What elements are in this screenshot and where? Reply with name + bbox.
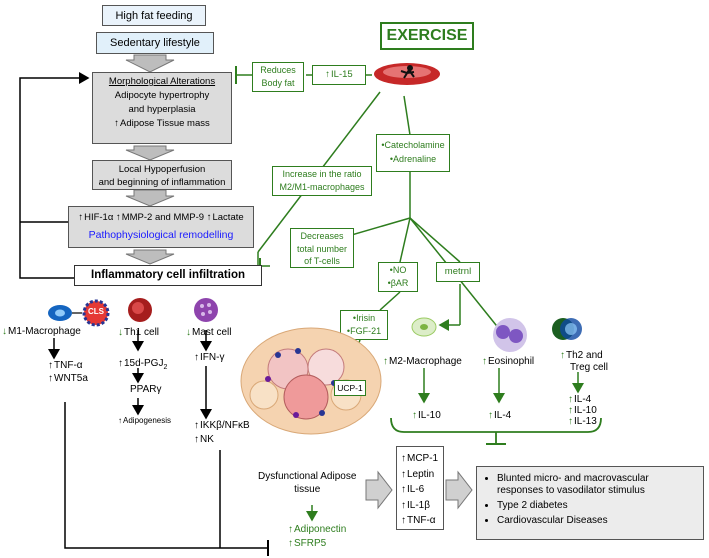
hypo-line2: and beginning of inflammation [98, 177, 226, 188]
ucp1-box: UCP-1 [334, 380, 366, 396]
cytokine-3: IL-1β [401, 498, 443, 514]
cytokine-4: TNF-α [401, 513, 443, 529]
wnt-label: WNT5a [48, 373, 88, 384]
th2-line2: Treg cell [570, 362, 608, 373]
dysfunctional-label: Dysfunctional Adipose tissue [258, 470, 356, 496]
hypo-line1: Local Hypoperfusion [118, 164, 206, 175]
m1-macrophage-icon [44, 299, 134, 329]
ifn-label: IFN-γ [194, 352, 224, 363]
catechol-line2: •Adrenaline [389, 154, 437, 164]
morphological-box: Morphological Alterations Adipocyte hype… [92, 72, 232, 144]
cytokine-box: MCP-1 Leptin IL-6 IL-1β TNF-α [396, 446, 444, 530]
morph-line1: Adipocyte hypertrophy [114, 90, 210, 101]
reduces-line1: Reduces [260, 65, 296, 75]
fgf-label: •FGF-21 [346, 326, 382, 336]
patho-label: Pathophysiological remodelling [88, 229, 234, 241]
sedentary-box: Sedentary lifestyle [96, 32, 214, 54]
cytokine-0: MCP-1 [401, 451, 443, 467]
pgj-label: 15d-PGJ2 [118, 358, 167, 371]
il15-box: IL-15 [312, 65, 366, 85]
high-fat-box: High fat feeding [102, 5, 206, 26]
morph-title: Morphological Alterations [108, 76, 216, 87]
catechol-line1: •Catecholamine [381, 140, 445, 150]
cytokine-2: IL-6 [401, 482, 443, 498]
ikk-label: IKKβ/NFκB [194, 420, 250, 431]
dysfunctional-line1: Dysfunctional Adipose [258, 471, 357, 482]
il10-left-label: IL-10 [412, 410, 441, 421]
tcell-box: Decreases total number of T-cells [290, 228, 354, 268]
eosinophil-label: Eosinophil [482, 356, 534, 367]
adipogenesis-label: Adipogenesis [118, 416, 171, 425]
no-label: •NO [389, 265, 407, 275]
th2-treg-icon [550, 315, 584, 343]
morph-line2: and hyperplasia [128, 104, 196, 115]
cytokine-1: Leptin [401, 467, 443, 483]
hif-mmp-lactate: HIF-1α MMP-2 and MMP-9 Lactate [69, 210, 253, 225]
reduces-body-fat-box: Reduces Body fat [252, 62, 304, 92]
sfrp5-label: SFRP5 [288, 538, 326, 549]
exercise-box: EXERCISE [380, 22, 474, 50]
outcomes-list: Blunted micro- and macrovascular respons… [485, 473, 697, 527]
bar-label: •βAR [387, 278, 409, 288]
cls-label: CLS [88, 307, 104, 316]
nk-label: NK [194, 434, 214, 445]
m2-macrophage-icon [410, 316, 438, 338]
dysfunctional-line2: tissue [294, 484, 321, 495]
eosinophil-icon [490, 316, 530, 354]
mast-label: Mast cell [186, 327, 231, 338]
muscle-icon [374, 58, 440, 90]
outcome-0: Blunted micro- and macrovascular respons… [497, 473, 697, 497]
ratio-line1: Increase in the ratio [282, 169, 362, 179]
il13-label: IL-13 [568, 416, 597, 427]
irisin-label: •Irisin [352, 313, 376, 323]
irisin-box: •Irisin •FGF-21 [340, 310, 388, 340]
ppar-label: PPARγ [130, 384, 162, 395]
hif-label: HIF-1α [78, 212, 113, 223]
m1-macrophage-label: M1-Macrophage [2, 326, 81, 337]
il4-right-label: IL-4 [568, 394, 591, 405]
ratio-line2: M2/M1-macrophages [279, 182, 365, 192]
tnf-label: TNF-α [48, 360, 83, 371]
outcome-1: Type 2 diabetes [497, 500, 697, 512]
adipose-tissue-illustration [238, 325, 384, 437]
outcomes-box: Blunted micro- and macrovascular respons… [476, 466, 704, 540]
reduces-line2: Body fat [261, 78, 295, 88]
remodelling-box: HIF-1α MMP-2 and MMP-9 Lactate Pathophys… [68, 206, 254, 248]
metrnl-box: metrnl [436, 262, 480, 282]
il10-right-label: IL-10 [568, 405, 597, 416]
il15-label: IL-15 [325, 69, 352, 80]
morph-line3: Adipose Tissue mass [93, 117, 231, 131]
outcome-2: Cardiovascular Diseases [497, 515, 697, 527]
il4-middle-label: IL-4 [488, 410, 511, 421]
hypoperfusion-box: Local Hypoperfusion and beginning of inf… [92, 160, 232, 190]
mmp-label: MMP-2 and MMP-9 [116, 212, 204, 223]
no-bar-box: •NO •βAR [378, 262, 418, 292]
th2-line1: Th2 and [560, 350, 608, 362]
adiponectin-label: Adiponectin [288, 524, 346, 535]
tcell-line2: total number [296, 243, 348, 254]
infiltration-box: Inflammatory cell infiltration [74, 265, 262, 286]
tcell-line1: Decreases [300, 231, 344, 241]
m2-label: M2-Macrophage [383, 356, 462, 367]
tcell-line3: of T-cells [304, 256, 340, 266]
ratio-box: Increase in the ratio M2/M1-macrophages [272, 166, 372, 196]
th1-label: Th1 cell [118, 327, 159, 338]
mast-cell-icon [192, 296, 220, 324]
lactate-label: Lactate [207, 212, 244, 223]
th1-cell-icon [126, 296, 154, 324]
catecholamine-box: •Catecholamine •Adrenaline [376, 134, 450, 172]
